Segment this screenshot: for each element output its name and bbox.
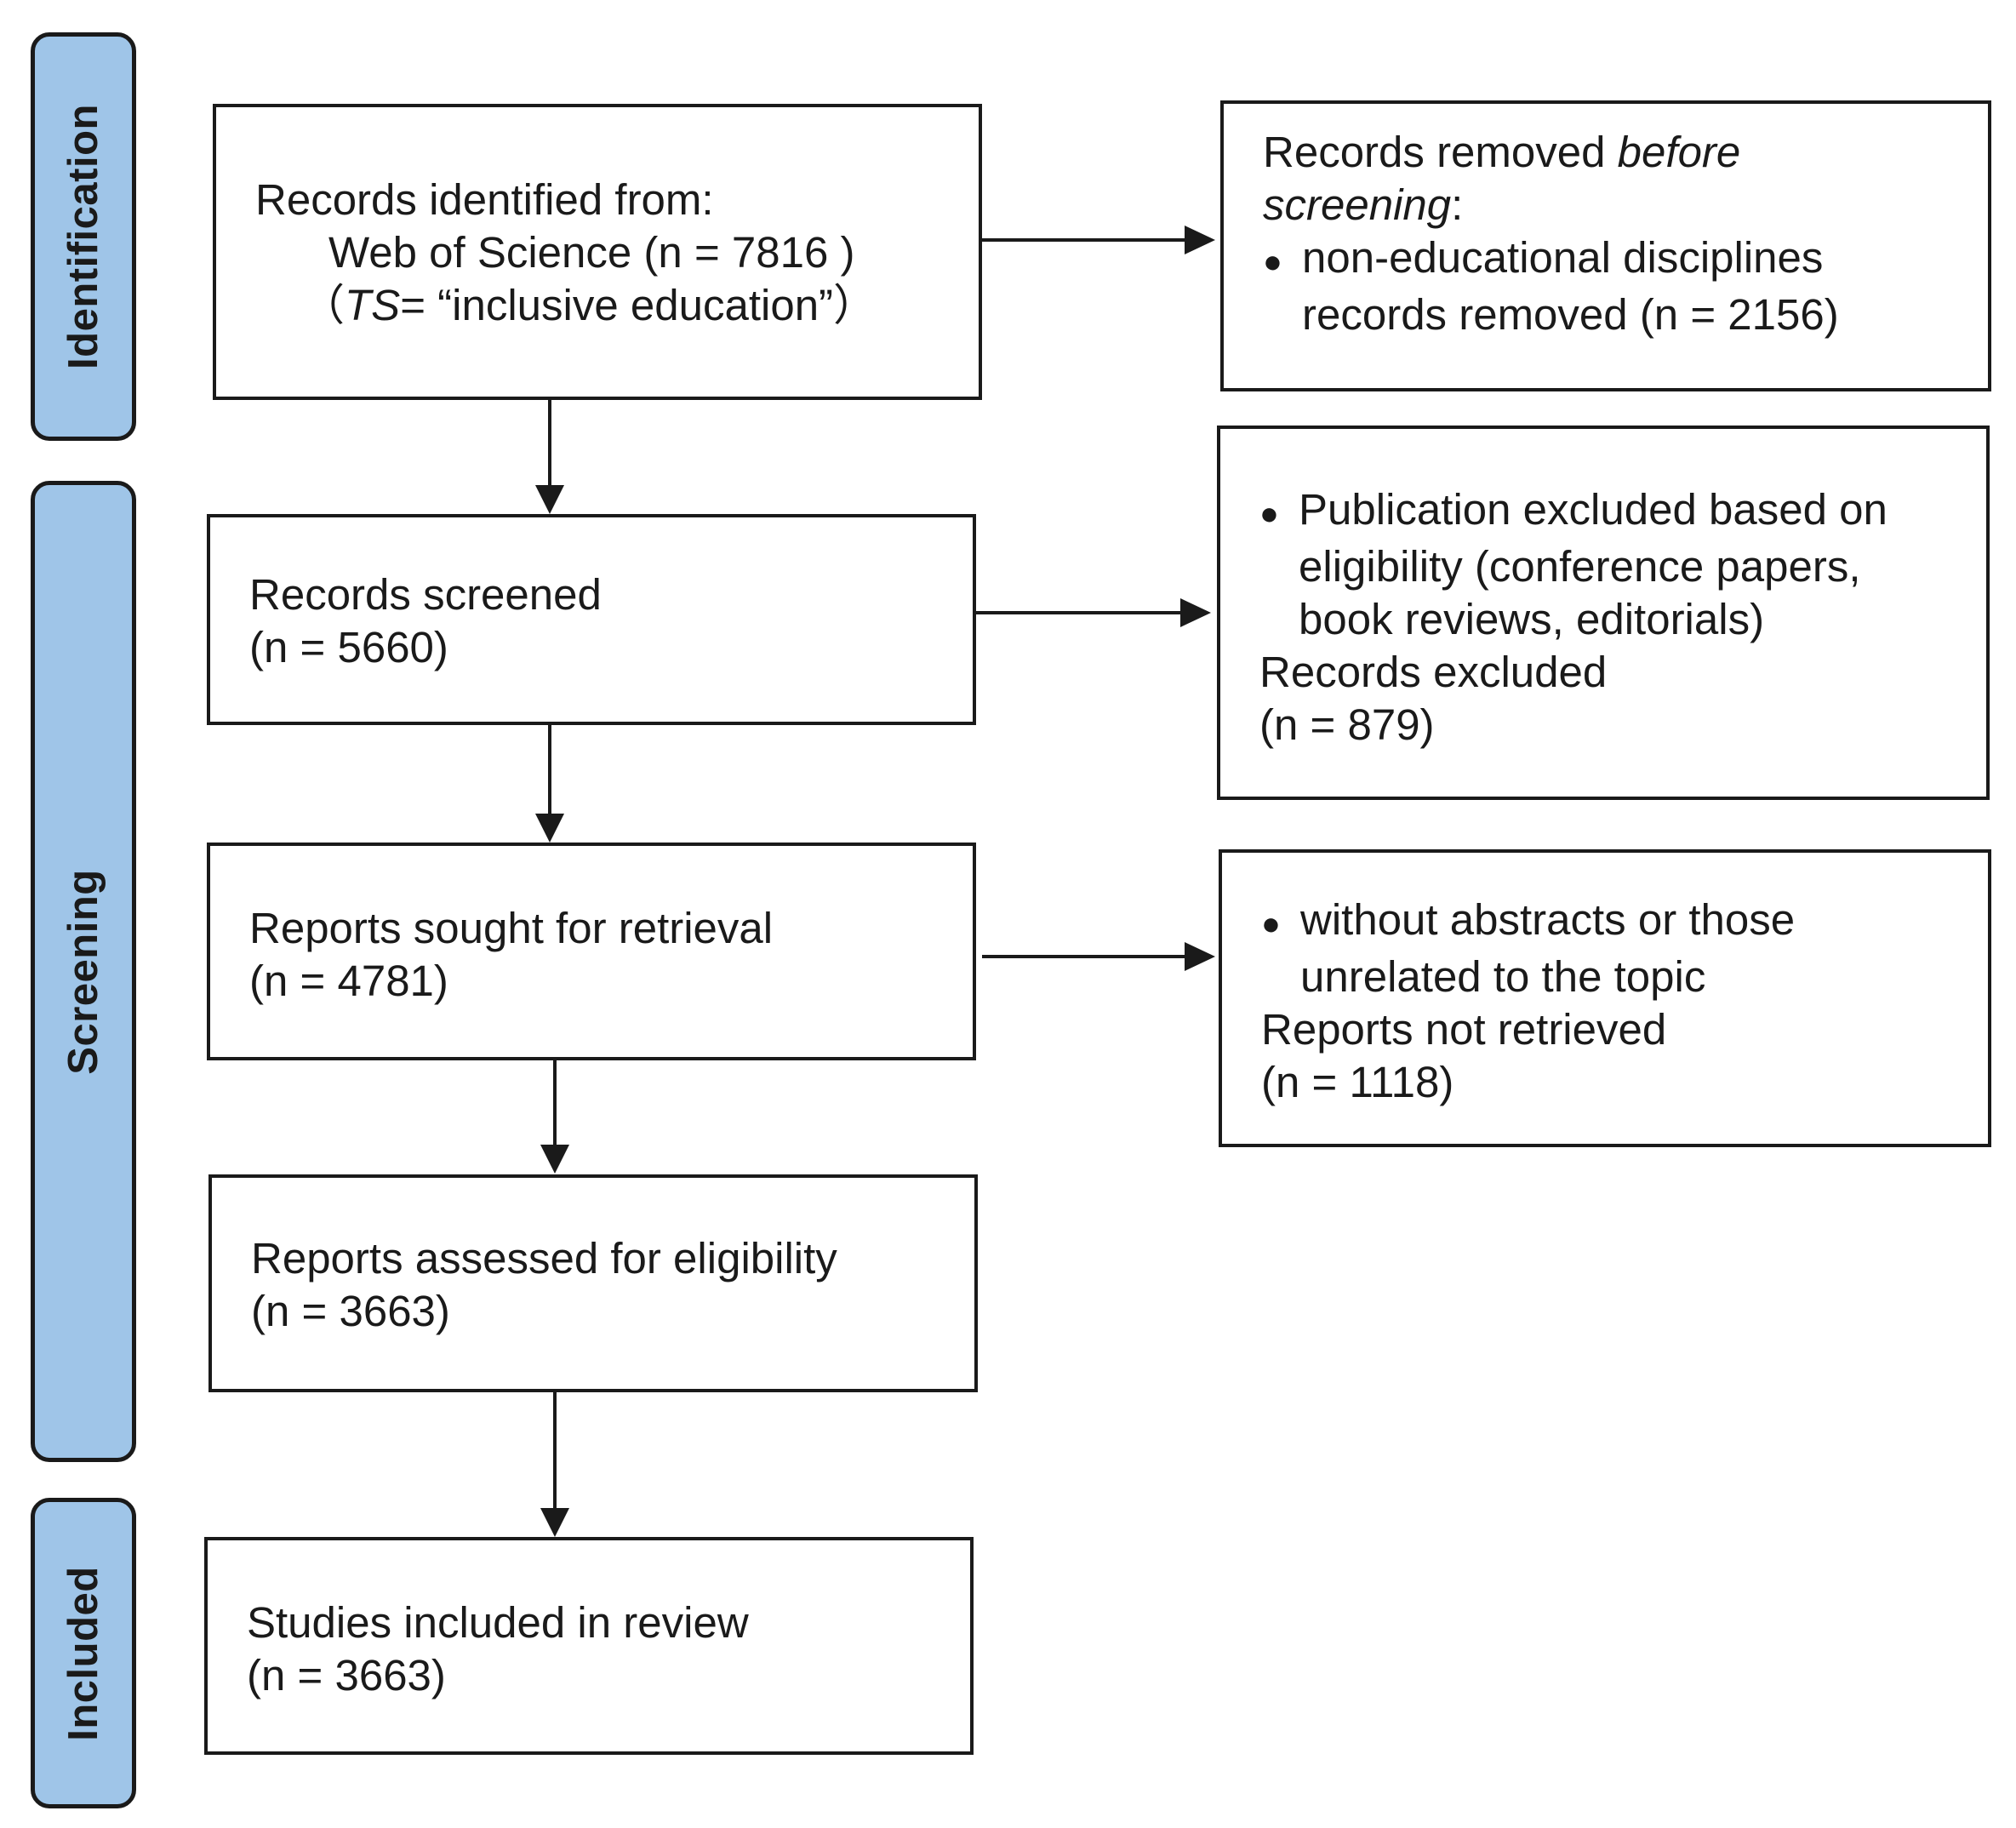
reports-sought-label: Reports sought for retrieval — [249, 904, 774, 952]
studies-included-label: Studies included in review — [247, 1598, 749, 1647]
records-removed-heading: Records removed before — [1263, 128, 1741, 176]
reports-assessed-count: (n = 3663) — [251, 1287, 450, 1335]
arrowhead-down-3 — [540, 1145, 569, 1174]
stage-screening-tab: Screening — [31, 481, 136, 1462]
stage-identification-tab: Identification — [31, 32, 136, 441]
reports-not-retrieved-item-cont: unrelated to the topic — [1300, 952, 1706, 1001]
arrowhead-down-1 — [535, 485, 564, 514]
arrowhead-down-4 — [540, 1508, 569, 1537]
studies-included-box: Studies included in review (n = 3663) — [204, 1537, 974, 1755]
ts-field-tag: TS — [345, 281, 401, 329]
arrowhead-right-1 — [1185, 226, 1215, 254]
records-excluded-count: (n = 879) — [1259, 700, 1435, 749]
reports-not-retrieved-label: Reports not retrieved — [1261, 1005, 1667, 1054]
records-identified-source: Web of Science (n = 7816 ) — [328, 228, 855, 277]
records-removed-heading-cont: screening: — [1263, 180, 1464, 229]
bullet-icon: ● — [1259, 496, 1279, 532]
reports-sought-box: Reports sought for retrieval (n = 4781) — [207, 843, 976, 1060]
arrowhead-down-2 — [535, 814, 564, 843]
records-excluded-item: ●Publication excluded based on — [1259, 483, 1888, 540]
records-removed-count: records removed (n = 2156) — [1302, 290, 1839, 339]
records-identified-query: （TS= “inclusive education”） — [301, 281, 877, 329]
records-excluded-label: Records excluded — [1259, 648, 1608, 696]
records-screened-label: Records screened — [249, 570, 602, 619]
arrowhead-right-2 — [1180, 598, 1211, 627]
reports-not-retrieved-box: ●without abstracts or those unrelated to… — [1219, 849, 1991, 1147]
records-excluded-box: ●Publication excluded based on eligibili… — [1217, 426, 1990, 800]
bullet-icon: ● — [1263, 244, 1282, 280]
records-screened-count: (n = 5660) — [249, 623, 448, 671]
records-excluded-item-cont-2: book reviews, editorials) — [1299, 595, 1765, 643]
bullet-icon: ● — [1261, 906, 1281, 942]
records-screened-box: Records screened (n = 5660) — [207, 514, 976, 725]
records-identified-box: Records identified from: Web of Science … — [213, 104, 982, 400]
reports-assessed-label: Reports assessed for eligibility — [251, 1234, 837, 1282]
reports-sought-count: (n = 4781) — [249, 957, 448, 1005]
arrowhead-right-3 — [1185, 942, 1215, 971]
reports-assessed-box: Reports assessed for eligibility (n = 36… — [208, 1174, 978, 1392]
records-removed-item: ●non-educational disciplines — [1263, 231, 1839, 288]
records-removed-box: Records removed before screening: ●non-e… — [1220, 100, 1991, 391]
records-excluded-item-cont-1: eligibility (conference papers, — [1299, 542, 1861, 591]
records-identified-heading: Records identified from: — [255, 175, 714, 224]
studies-included-count: (n = 3663) — [247, 1651, 446, 1699]
stage-included-tab: Included — [31, 1498, 136, 1808]
reports-not-retrieved-item: ●without abstracts or those — [1261, 894, 1795, 951]
reports-not-retrieved-count: (n = 1118) — [1261, 1058, 1454, 1106]
